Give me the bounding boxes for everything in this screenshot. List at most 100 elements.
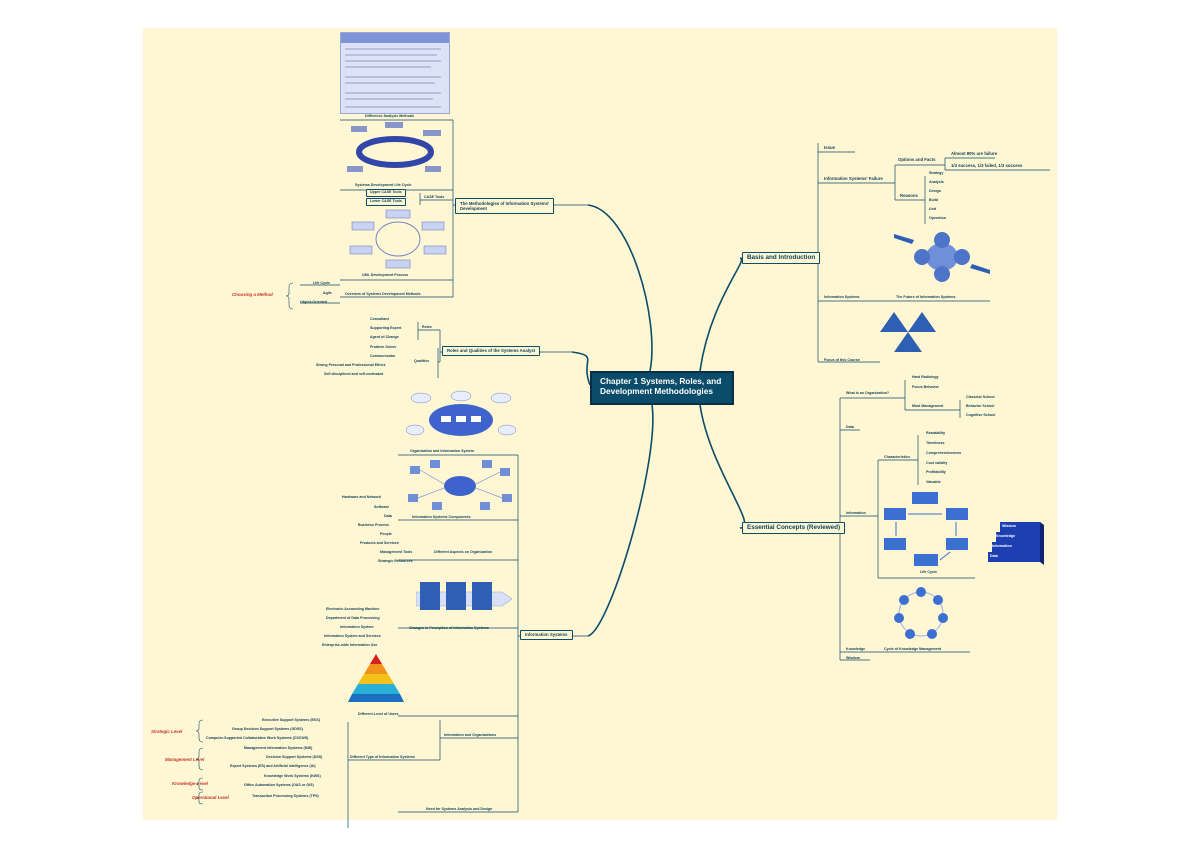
lower-case-tools[interactable]: Lower CASE Tools — [366, 198, 406, 206]
upper-case-tools[interactable]: Upper CASE Tools — [366, 189, 406, 197]
type-kws[interactable]: Knowledge Work Systems (KWS) — [264, 774, 321, 778]
comp-data[interactable]: Data — [384, 514, 392, 518]
different-types-is[interactable]: Different Type of Information Systems — [350, 755, 415, 759]
dikw-data: Data — [990, 554, 998, 558]
different-aspects[interactable]: Different Aspects on Organization — [434, 550, 492, 554]
type-ess[interactable]: Executive Support Systems (ESS) — [262, 718, 320, 722]
future-of-is[interactable]: The Future of Information Systems — [896, 295, 956, 299]
is-components-picture — [402, 458, 518, 514]
change-enterprise-use[interactable]: Enterprise-wide Information Use — [322, 643, 378, 647]
type-gdss[interactable]: Group Decision Support Systems (GDSS) — [232, 727, 303, 731]
change-dept-dp[interactable]: Department of Data Processing — [326, 616, 380, 620]
subtopic-is-failure[interactable]: Information Systems' Failure — [824, 176, 883, 181]
dikw-wisdom: Wisdom — [1002, 524, 1016, 528]
future-is-picture — [892, 228, 992, 286]
need-for-sad[interactable]: Need for Systems Analysis and Design — [426, 807, 493, 811]
subtopic-knowledge[interactable]: Knowledge — [846, 647, 866, 651]
qualities-label[interactable]: Qualities — [414, 359, 430, 363]
org-mind-management[interactable]: Mind Management — [912, 404, 944, 408]
sdlc-ring-picture — [345, 122, 445, 180]
aspect-strategic-resources[interactable]: Strategic Resources — [378, 559, 413, 563]
caption-uml: UML Development Process — [362, 273, 409, 277]
topic-information-systems[interactable]: Information Systems — [520, 630, 573, 641]
type-mis[interactable]: Management Information Systems (MIS) — [244, 746, 313, 750]
char-comprehensiveness[interactable]: Comprehensiveness — [926, 451, 962, 455]
reason-build[interactable]: Build — [929, 198, 938, 202]
char-timeliness[interactable]: Timeliness — [926, 441, 945, 445]
org-focus-behavior[interactable]: Focus Behavior — [912, 385, 939, 389]
knowledge-cycle-label[interactable]: Cycle of Knowledge Management — [884, 647, 942, 651]
comp-business-process[interactable]: Business Process — [358, 523, 389, 527]
fact-almost-80[interactable]: Almost 80% are failure — [951, 151, 998, 156]
char-valuable[interactable]: Valuable — [926, 480, 941, 484]
methodologies-title-line2: Development — [460, 206, 487, 212]
topic-essential-concepts[interactable]: Essential Concepts (Reviewed) — [742, 522, 846, 535]
info-life-cycle-label[interactable]: Life Cycle — [920, 570, 937, 574]
aspect-products-services[interactable]: Products and Services — [360, 541, 399, 545]
reason-operation[interactable]: Operation — [929, 216, 946, 220]
caption-difference-analysis: Difference Analysis Methods — [365, 114, 414, 118]
level-knowledge: Knowledge Level — [172, 781, 208, 786]
central-topic[interactable]: Chapter 1 Systems, Roles, and Developmen… — [590, 371, 734, 405]
topic-roles-qualities[interactable]: Roles and Qualities of the Systems Analy… — [442, 346, 541, 357]
caption-changes: Changes in Perception of Information Sys… — [409, 626, 489, 630]
info-and-organizations[interactable]: Information and Organizations — [444, 733, 497, 737]
info-characteristics[interactable]: Characteristics — [884, 455, 910, 459]
subtopic-issue[interactable]: Issue — [824, 145, 835, 150]
aspect-management-tools[interactable]: Management Tools — [380, 550, 413, 554]
level-management: Management Level — [165, 757, 205, 762]
comp-people[interactable]: People — [380, 532, 392, 536]
subtopic-information-systems[interactable]: Information Systems — [824, 295, 860, 299]
subtopic-organization[interactable]: What is an Organization? — [846, 391, 890, 395]
knowledge-cycle-picture — [888, 584, 954, 644]
type-es-ai[interactable]: Expert Systems (ES) and Artificial Intel… — [230, 764, 316, 768]
level-strategic: Strategic Level — [151, 729, 183, 734]
quality-self-disciplined[interactable]: Self-disciplined and self-motivated — [324, 372, 384, 376]
dikw-knowledge: Knowledge — [996, 534, 1016, 538]
method-life-cycle[interactable]: Life Cycle — [313, 281, 330, 285]
quality-communicator[interactable]: Communicator — [370, 354, 396, 358]
type-cscws[interactable]: Computer-Supported Collaborative Work Sy… — [206, 736, 309, 740]
caption-sdlc: Systems Development Life Cycle — [355, 183, 412, 187]
method-object-oriented[interactable]: Object-Oriented — [300, 300, 328, 304]
char-readability[interactable]: Readability — [926, 431, 946, 435]
overview-methods[interactable]: Overview of Systems Development Methods — [345, 292, 421, 296]
org-cognitive-school[interactable]: Cognitive School — [966, 413, 996, 417]
topic-methodologies[interactable]: The Methodologies of Information Systems… — [455, 198, 555, 215]
change-is-services[interactable]: Information System and Services — [324, 634, 381, 638]
type-oas[interactable]: Office Automation Systems (OAS or OIS) — [244, 783, 314, 787]
type-dss[interactable]: Decision Support Systems (DSS) — [266, 755, 323, 759]
quality-ethics[interactable]: Strong Personal and Professional Ethics — [316, 363, 386, 367]
subtopic-information[interactable]: Information — [846, 511, 866, 515]
subtopic-options-facts[interactable]: Options and Facts — [898, 157, 936, 162]
reason-strategy[interactable]: Strategy — [929, 171, 944, 175]
subtopic-data[interactable]: Data — [846, 425, 854, 429]
change-eam[interactable]: Electronic Accounting Machine — [326, 607, 380, 611]
role-consultant[interactable]: Consultant — [370, 317, 389, 321]
subtopic-reasons[interactable]: Reasons — [900, 193, 918, 198]
topic-basis-introduction[interactable]: Basis and Introduction — [742, 252, 821, 265]
caption-user-levels: Different Level of Users — [358, 712, 399, 716]
reason-unit[interactable]: Unit — [929, 207, 936, 211]
quality-problem-solver[interactable]: Problem Solver — [370, 345, 397, 349]
case-tools[interactable]: CASE Tools — [424, 195, 445, 199]
comp-software[interactable]: Software — [374, 505, 390, 509]
role-supporting-expert[interactable]: Supporting Expert — [370, 326, 402, 330]
method-agile[interactable]: Agile — [323, 291, 332, 295]
subtopic-focus-course[interactable]: Focus of this Course — [824, 358, 860, 362]
fact-one-third[interactable]: 1/3 success, 1/3 failed, 1/3 success — [951, 163, 1023, 168]
org-behavior-school[interactable]: Behavior School — [966, 404, 995, 408]
role-agent-change[interactable]: Agent of Change — [370, 335, 399, 339]
char-profitability[interactable]: Profitability — [926, 470, 946, 474]
org-classical-school[interactable]: Classical School — [966, 395, 995, 399]
char-cost-validity[interactable]: Cost validity — [926, 461, 948, 465]
change-info-system[interactable]: Information System — [340, 625, 374, 629]
subtopic-wisdom[interactable]: Wisdom — [846, 656, 860, 660]
comp-hardware[interactable]: Hardware and Network — [342, 495, 381, 499]
reason-analysis[interactable]: Analysis — [929, 180, 944, 184]
triangles-picture — [878, 310, 938, 354]
org-hard-radiology[interactable]: Hard Radiology — [912, 375, 939, 379]
roles-label[interactable]: Roles — [422, 325, 432, 329]
type-tps[interactable]: Transaction Processing Systems (TPS) — [252, 794, 319, 798]
reason-design[interactable]: Design — [929, 189, 941, 193]
